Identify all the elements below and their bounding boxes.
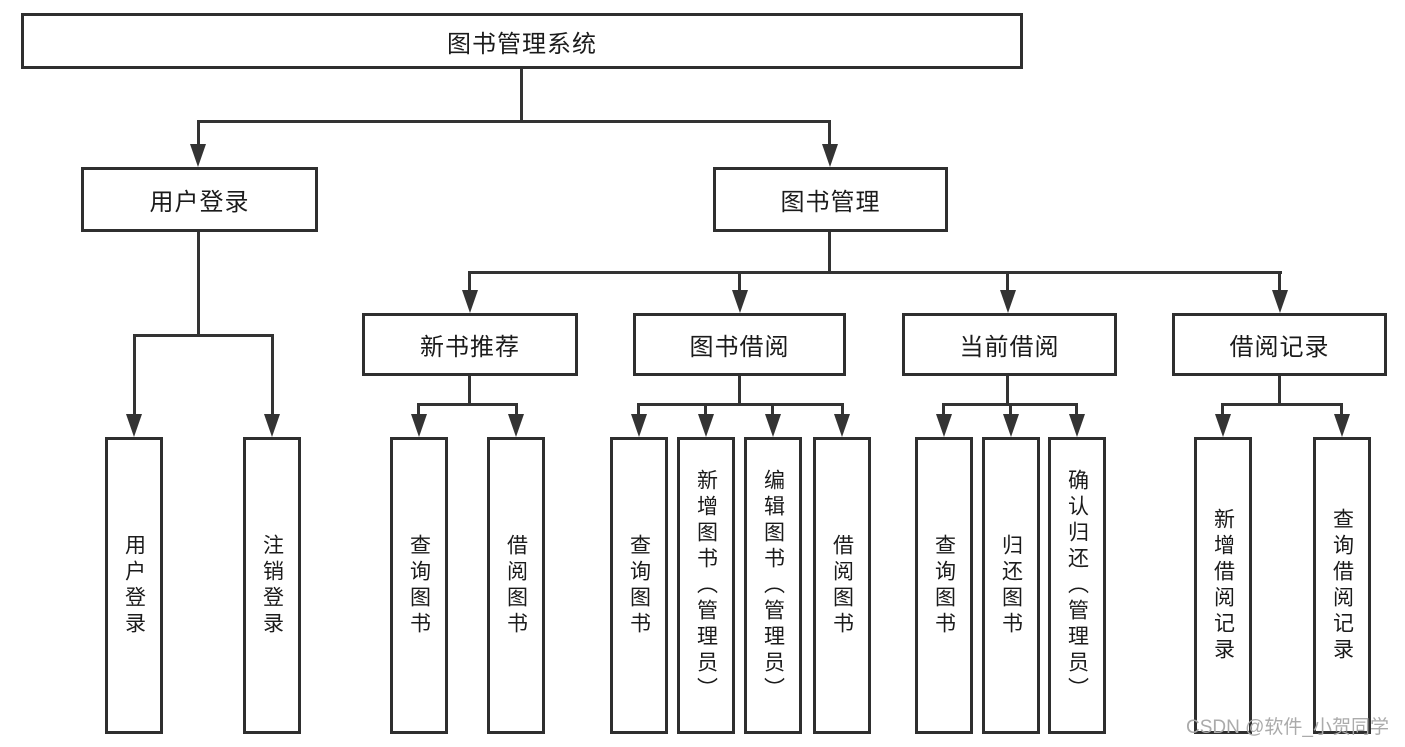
node-borrow-records-label: 借阅记录 xyxy=(1229,334,1330,361)
arrowhead-icon xyxy=(1003,414,1019,437)
node-leaf-logout-label: 注销登录 xyxy=(260,533,284,638)
csdn-watermark: CSDN @软件_小贺同学 xyxy=(1186,717,1389,738)
node-user-login: 用户登录 xyxy=(81,167,318,232)
arrowhead-icon xyxy=(732,290,748,313)
arrowhead-icon xyxy=(508,414,524,437)
node-leaf-edit-book-admin-label: 编辑图书（管理员） xyxy=(761,468,785,703)
connector-shaft-leaf xyxy=(942,403,945,420)
node-leaf-user-login: 用户登录 xyxy=(105,437,163,734)
connector-shaft-leaf xyxy=(515,403,518,420)
arrowhead-icon xyxy=(631,414,647,437)
connector-shaft-leaf xyxy=(1221,403,1224,420)
node-current-borrow-label: 当前借阅 xyxy=(959,334,1060,361)
node-leaf-query-books-current-label: 查询图书 xyxy=(932,533,956,638)
connector-shaft-leaf xyxy=(771,403,774,420)
arrowhead-icon xyxy=(822,144,838,167)
arrowhead-icon xyxy=(698,414,714,437)
connector-shaft-borrow-records xyxy=(1278,271,1281,295)
node-leaf-confirm-return-admin: 确认归还（管理员） xyxy=(1048,437,1106,734)
connector-user-login-stem xyxy=(197,232,200,336)
node-user-login-label: 用户登录 xyxy=(149,189,250,216)
node-leaf-query-borrow-record-label: 查询借阅记录 xyxy=(1330,507,1354,664)
connector-user-login-crossbar xyxy=(133,334,274,337)
connector-shaft-leaf xyxy=(637,403,640,420)
node-leaf-query-books-borrow: 查询图书 xyxy=(610,437,668,734)
connector-shaft-leaf xyxy=(133,334,136,420)
node-book-borrow-label: 图书借阅 xyxy=(689,334,790,361)
node-leaf-query-books-recommend-label: 查询图书 xyxy=(407,533,431,638)
node-leaf-query-books-current: 查询图书 xyxy=(915,437,973,734)
connector-new-book-crossbar xyxy=(417,403,518,406)
connector-shaft-book-borrow xyxy=(738,271,741,295)
node-library-system-label: 图书管理系统 xyxy=(447,30,597,58)
node-book-management: 图书管理 xyxy=(713,167,948,232)
connector-shaft-user-login xyxy=(197,120,200,152)
connector-shaft-book-management xyxy=(828,120,831,152)
node-leaf-query-books-borrow-label: 查询图书 xyxy=(627,533,651,638)
node-current-borrow: 当前借阅 xyxy=(902,313,1117,376)
arrowhead-icon xyxy=(126,414,142,437)
connector-book-management-crossbar xyxy=(468,271,1282,274)
connector-shaft-leaf xyxy=(841,403,844,420)
connector-root-crossbar xyxy=(197,120,831,123)
node-leaf-return-book: 归还图书 xyxy=(982,437,1040,734)
node-book-borrow: 图书借阅 xyxy=(633,313,846,376)
connector-shaft-leaf xyxy=(704,403,707,420)
arrowhead-icon xyxy=(264,414,280,437)
arrowhead-icon xyxy=(936,414,952,437)
connector-shaft-leaf xyxy=(1009,403,1012,420)
arrowhead-icon xyxy=(1272,290,1288,313)
connector-book-borrow-stem xyxy=(738,376,741,405)
arrowhead-icon xyxy=(411,414,427,437)
node-library-system: 图书管理系统 xyxy=(21,13,1023,69)
node-leaf-query-books-recommend: 查询图书 xyxy=(390,437,448,734)
node-leaf-add-borrow-record-label: 新增借阅记录 xyxy=(1211,507,1235,664)
connector-shaft-leaf xyxy=(271,334,274,420)
arrowhead-icon xyxy=(765,414,781,437)
arrowhead-icon xyxy=(1215,414,1231,437)
node-new-book-recommend-label: 新书推荐 xyxy=(420,334,520,361)
node-leaf-borrow-books: 借阅图书 xyxy=(813,437,871,734)
node-leaf-borrow-books-recommend-label: 借阅图书 xyxy=(504,533,528,638)
arrowhead-icon xyxy=(834,414,850,437)
connector-new-book-stem xyxy=(468,376,471,405)
node-new-book-recommend: 新书推荐 xyxy=(362,313,578,376)
node-leaf-logout: 注销登录 xyxy=(243,437,301,734)
connector-shaft-leaf xyxy=(1340,403,1343,420)
node-leaf-query-borrow-record: 查询借阅记录 xyxy=(1313,437,1371,734)
node-leaf-borrow-books-label: 借阅图书 xyxy=(830,533,854,638)
node-leaf-edit-book-admin: 编辑图书（管理员） xyxy=(744,437,802,734)
arrowhead-icon xyxy=(1334,414,1350,437)
arrowhead-icon xyxy=(1069,414,1085,437)
connector-shaft-leaf xyxy=(417,403,420,420)
connector-borrow-records-crossbar xyxy=(1221,403,1343,406)
connector-book-borrow-crossbar xyxy=(637,403,844,406)
connector-shaft-current-borrow xyxy=(1006,271,1009,295)
connector-shaft-leaf xyxy=(1075,403,1078,420)
connector-book-management-stem xyxy=(828,232,831,273)
arrowhead-icon xyxy=(462,290,478,313)
node-leaf-borrow-books-recommend: 借阅图书 xyxy=(487,437,545,734)
node-leaf-add-book-admin-label: 新增图书（管理员） xyxy=(694,468,718,703)
connector-current-borrow-stem xyxy=(1006,376,1009,405)
connector-root-stem xyxy=(520,69,523,122)
node-borrow-records: 借阅记录 xyxy=(1172,313,1387,376)
node-leaf-confirm-return-admin-label: 确认归还（管理员） xyxy=(1065,468,1089,703)
connector-borrow-records-stem xyxy=(1278,376,1281,405)
node-leaf-add-book-admin: 新增图书（管理员） xyxy=(677,437,735,734)
arrowhead-icon xyxy=(190,144,206,167)
node-leaf-user-login-label: 用户登录 xyxy=(122,533,146,638)
node-book-management-label: 图书管理 xyxy=(780,189,881,216)
node-leaf-add-borrow-record: 新增借阅记录 xyxy=(1194,437,1252,734)
arrowhead-icon xyxy=(1000,290,1016,313)
connector-shaft-new-book xyxy=(468,271,471,295)
node-leaf-return-book-label: 归还图书 xyxy=(999,533,1023,638)
